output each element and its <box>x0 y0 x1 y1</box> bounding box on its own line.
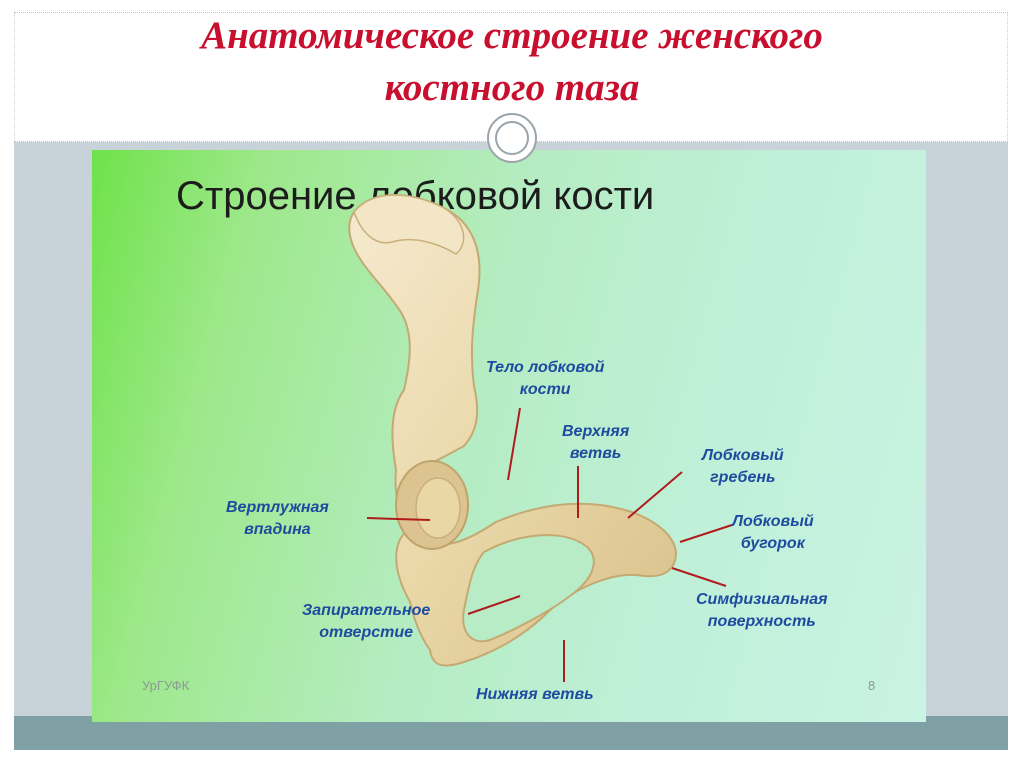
label-pubic-body-line2: кости <box>519 381 571 398</box>
label-pubic-crest-line1: Лобковый <box>702 447 784 464</box>
label-pubic-tubercle-line2: бугорок <box>740 535 805 552</box>
label-obturator-foramen-line1: Запирательное <box>302 602 431 619</box>
arrow-obturator <box>467 595 521 615</box>
label-pubic-crest-line2: гребень <box>710 469 776 486</box>
page-number: 8 <box>868 678 876 693</box>
label-symphyseal-surface-line1: Симфизиальная <box>696 591 828 608</box>
label-acetabulum: Вертлужная впадина <box>226 497 329 541</box>
divider-circle-inner <box>495 121 529 155</box>
label-pubic-tubercle-line1: Лобковый <box>732 513 814 530</box>
ilium-upper-ridge <box>353 194 465 255</box>
frame-right-border <box>1007 12 1008 140</box>
arrow-symphysis <box>671 567 727 587</box>
label-superior-ramus: Верхняя ветвь <box>562 421 629 465</box>
label-superior-ramus-line1: Верхняя <box>562 423 630 440</box>
arrow-crest <box>627 471 683 519</box>
frame-top-border <box>14 12 1008 13</box>
label-superior-ramus-line2: ветвь <box>569 445 622 462</box>
arrow-body <box>507 407 521 481</box>
anatomy-panel: Строение лобковой кости Тело лобковой к <box>92 150 926 722</box>
label-pubic-body-line1: Тело лобковой <box>486 359 605 376</box>
slide-title-line2: костного таза <box>384 66 640 109</box>
acetabulum-rim-shape <box>415 477 461 539</box>
footer-organization: УрГУФК <box>142 678 190 693</box>
obturator-foramen-shape <box>462 534 595 643</box>
arrow-acetabulum <box>366 517 431 521</box>
label-symphyseal-surface-line2: поверхность <box>707 613 816 630</box>
label-symphyseal-surface: Симфизиальная поверхность <box>696 589 828 633</box>
arrow-tubercle <box>679 524 733 543</box>
label-acetabulum-line2: впадина <box>244 521 311 538</box>
frame-left-border <box>14 12 15 140</box>
label-arrows <box>366 407 733 682</box>
label-obturator-foramen: Запирательное отверстие <box>302 600 430 644</box>
pubic-bone-illustration <box>348 194 733 682</box>
label-pubic-tubercle: Лобковый бугорок <box>732 511 814 555</box>
label-inferior-ramus: Нижняя ветвь <box>476 686 594 703</box>
label-pubic-body: Тело лобковой кости <box>486 357 604 401</box>
label-obturator-foramen-line2: отверстие <box>319 624 414 641</box>
slide-title: Анатомическое строение женского костного… <box>60 10 964 114</box>
slide-title-line1: Анатомическое строение женского <box>201 14 823 57</box>
label-acetabulum-line1: Вертлужная <box>226 499 329 516</box>
label-pubic-crest: Лобковый гребень <box>702 445 784 489</box>
